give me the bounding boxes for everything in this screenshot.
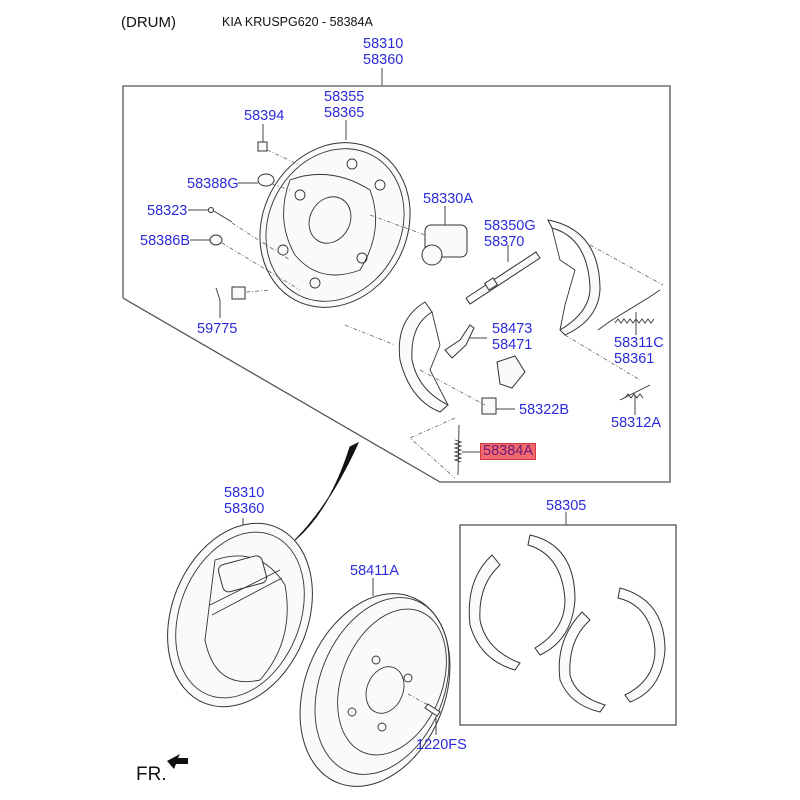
label-plug[interactable]: 58388G (187, 176, 239, 192)
exploded-view-frame (122, 85, 671, 483)
label-assembly-top-58360[interactable]: 58360 (363, 52, 404, 68)
parking-lever-icon (444, 324, 487, 359)
label-assembly-bottom-58360[interactable]: 58360 (224, 501, 265, 517)
bleeder-screw-icon (257, 124, 268, 152)
brake-shoe-kit-icon (468, 534, 666, 713)
label-grommet[interactable]: 59775 (197, 321, 238, 337)
brake-shoe-upper-right-icon (547, 219, 601, 336)
wheel-cylinder-icon (421, 206, 468, 266)
clip-icon (481, 397, 515, 415)
label-lever-58473[interactable]: 58473 (492, 321, 533, 337)
label-bleeder-screw[interactable]: 58394 (244, 108, 285, 124)
label-adjuster-58350G[interactable]: 58350G (484, 218, 536, 234)
label-shoe-kit[interactable]: 58305 (546, 498, 587, 514)
wheel-bolt-icon (407, 693, 441, 735)
front-direction-label: FR. (136, 764, 167, 785)
brake-shoe-left-icon (398, 301, 449, 413)
spring-lower-icon (619, 384, 651, 415)
label-assembly-bottom-58310[interactable]: 58310 (224, 485, 265, 501)
adjuster-icon (465, 245, 541, 305)
label-lever-58471[interactable]: 58471 (492, 337, 533, 353)
strut-plate-icon (496, 355, 526, 389)
diagram-title: KIA KRUSPG620 - 58384A (222, 15, 373, 29)
brake-assembly-icon (167, 518, 313, 708)
backing-plate-icon (259, 142, 411, 308)
label-wheel-bolt[interactable]: 1220FS (416, 737, 467, 753)
label-backing-plate-58365[interactable]: 58365 (324, 105, 365, 121)
front-arrow-icon (167, 754, 188, 769)
label-cap[interactable]: 58386B (140, 233, 190, 249)
label-highlighted-part[interactable]: 58384A (480, 443, 536, 460)
grommet-icon (215, 286, 246, 318)
label-clip[interactable]: 58322B (519, 402, 569, 418)
label-brake-drum[interactable]: 58411A (350, 563, 399, 579)
plug-icon (238, 173, 275, 187)
brake-drum-icon (299, 578, 451, 787)
label-spring-lower[interactable]: 58312A (611, 415, 661, 431)
label-adjuster-58370[interactable]: 58370 (484, 234, 525, 250)
label-backing-plate-58355[interactable]: 58355 (324, 89, 365, 105)
drum-variant-label: (DRUM) (121, 14, 176, 31)
cap-icon (190, 234, 223, 246)
return-spring-upper-icon (597, 289, 661, 335)
highlighted-spring-icon (453, 424, 481, 476)
connector-swoosh-icon (294, 441, 360, 541)
hold-down-pin-icon (188, 207, 233, 223)
label-return-spring-58361[interactable]: 58361 (614, 351, 655, 367)
shoe-kit-box (459, 524, 677, 726)
label-wheel-cylinder[interactable]: 58330A (423, 191, 473, 207)
label-hold-down-pin[interactable]: 58323 (147, 203, 188, 219)
label-assembly-top-58310[interactable]: 58310 (363, 36, 404, 52)
label-return-spring-58311C[interactable]: 58311C (614, 335, 664, 351)
